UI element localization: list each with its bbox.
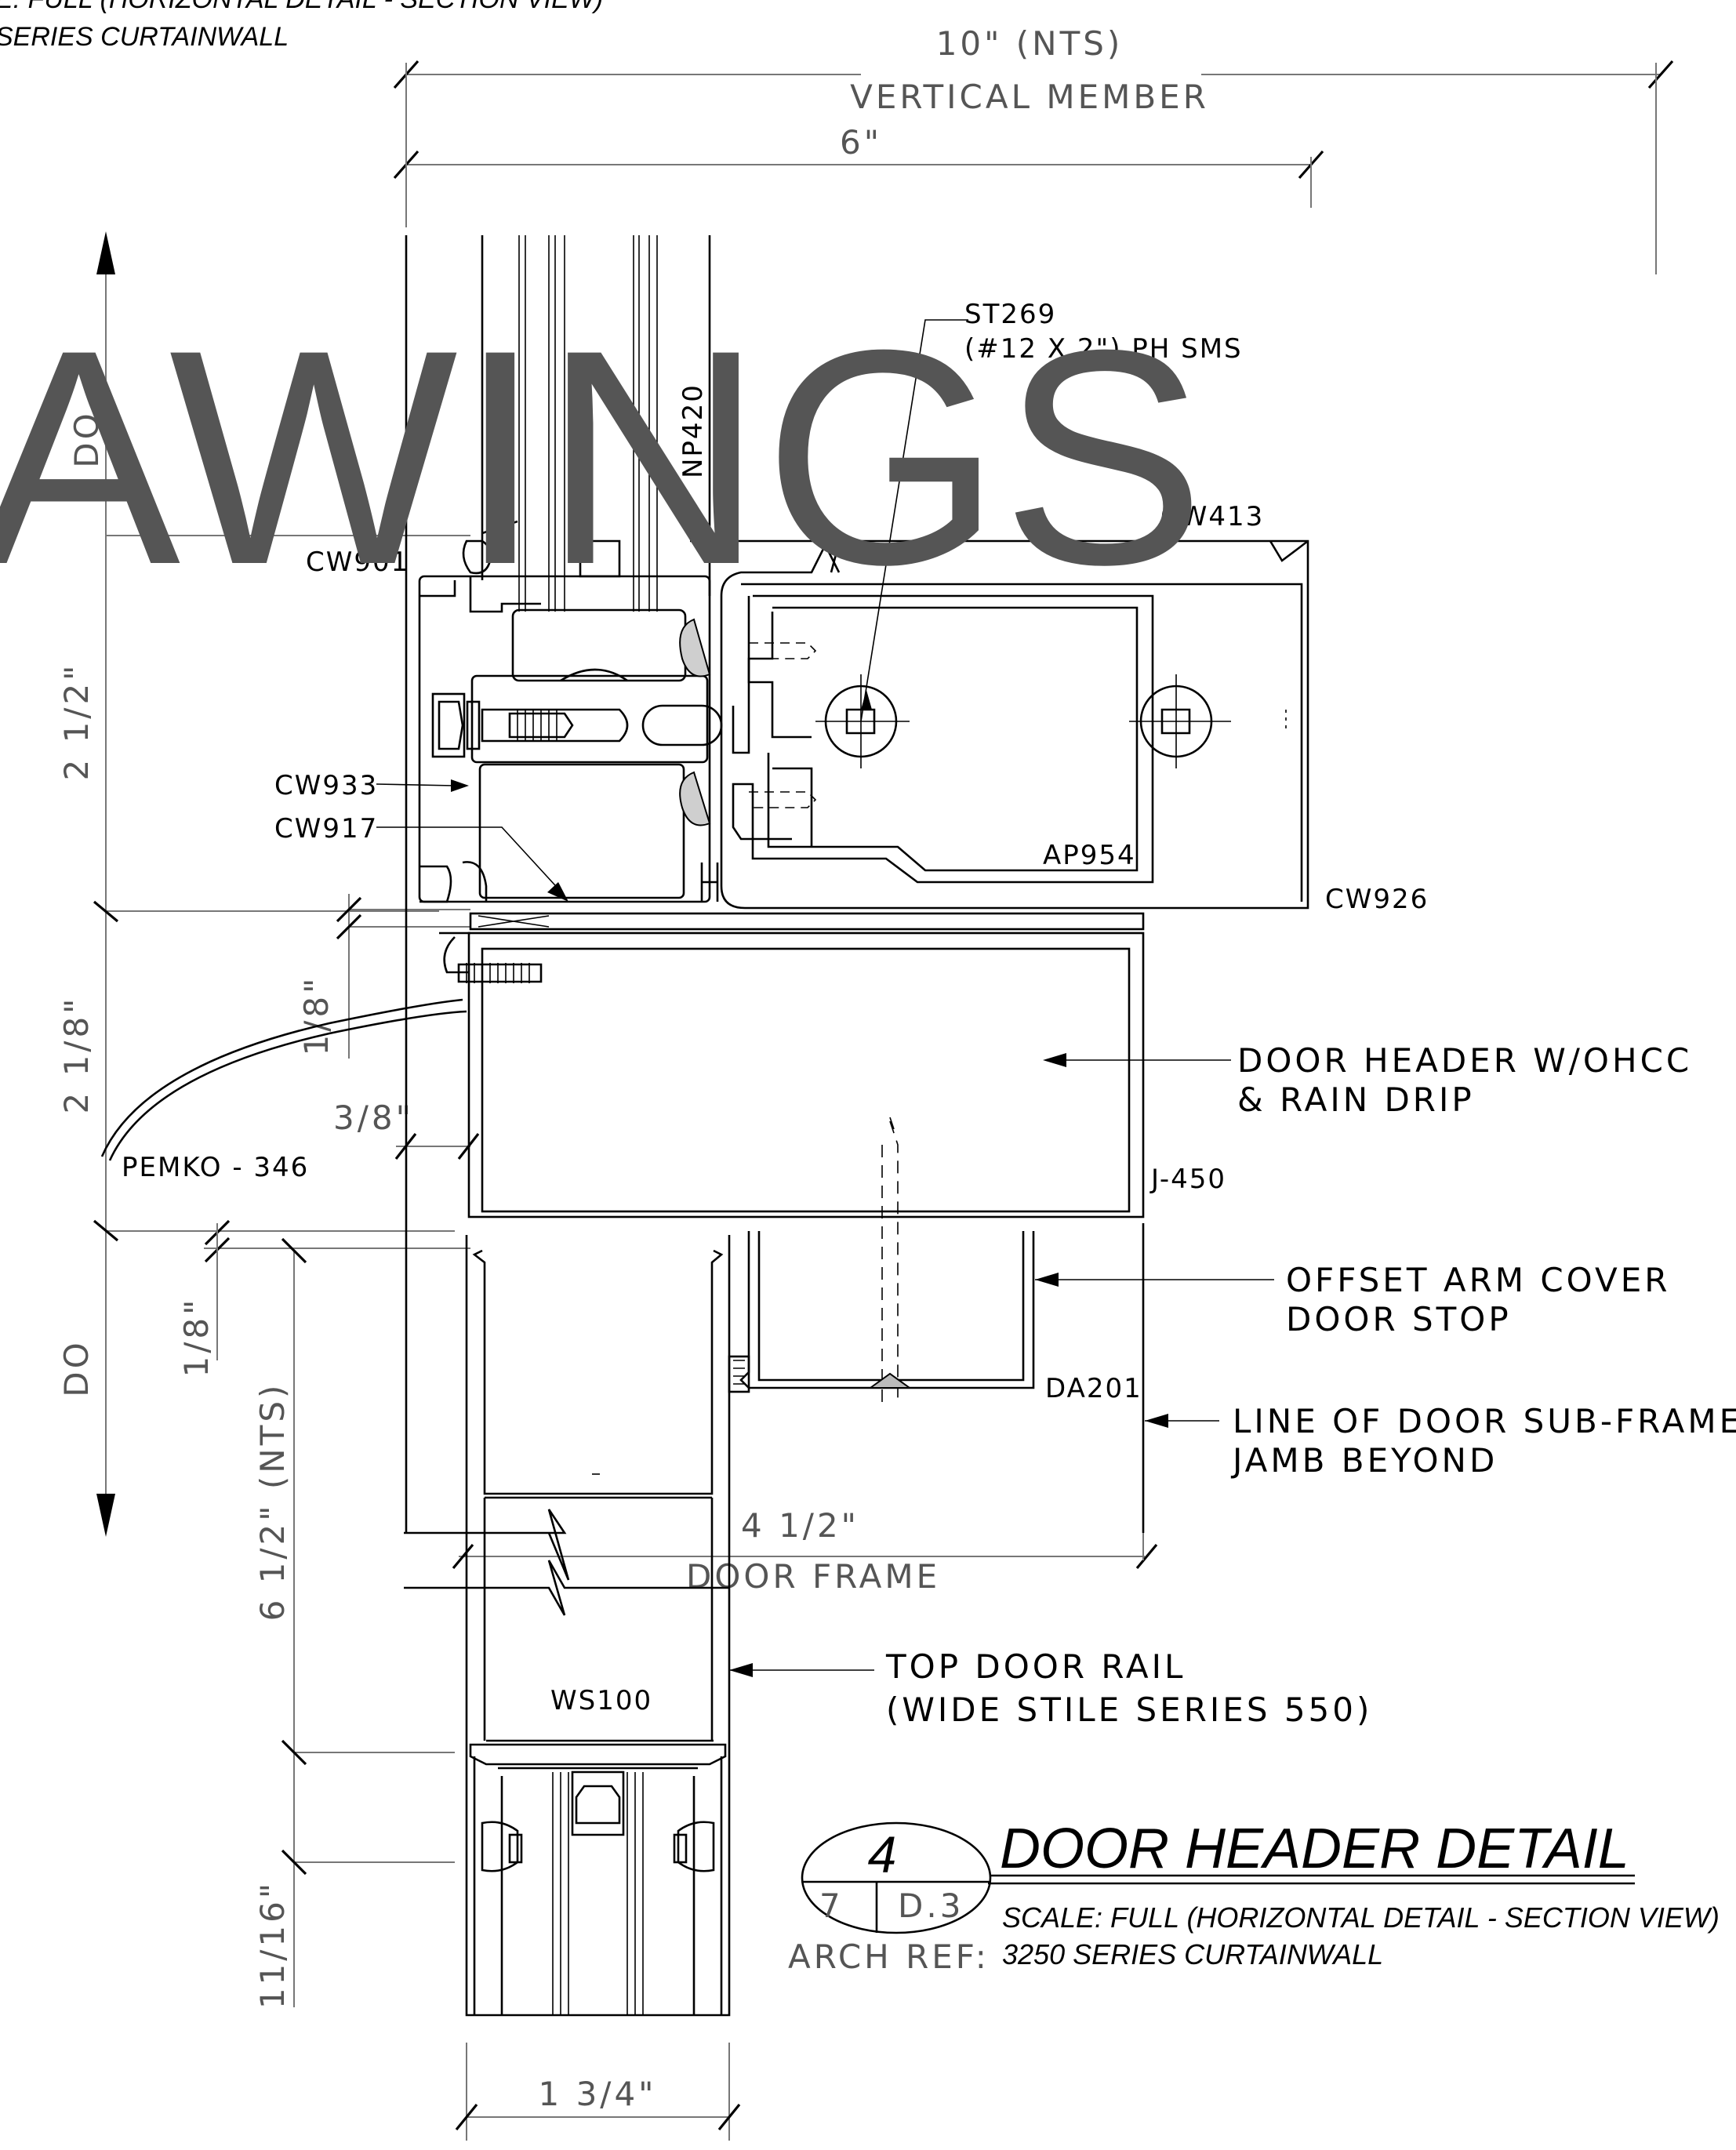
- eighth-lower-label: 1/8": [177, 1297, 216, 1378]
- six-inch-dimension: 6": [393, 63, 1324, 227]
- arch-ref-left: 7: [819, 1887, 844, 1925]
- two-and-half-label: 2 1/2": [57, 663, 96, 781]
- cw413-label: CW413: [1160, 501, 1264, 532]
- screw-head-left: [815, 674, 910, 768]
- cw917-label: CW917: [274, 813, 378, 844]
- six-inch-label: 6": [840, 123, 882, 162]
- door-header-label-2: & RAIN DRIP: [1237, 1080, 1475, 1119]
- header-line-1: E: FULL (HORIZONTAL DETAIL - SECTION VIE…: [0, 0, 603, 14]
- ap954-label: AP954: [1043, 840, 1136, 871]
- np430-label: NP430: [489, 383, 521, 478]
- vertical-member-label: VERTICAL MEMBER: [850, 78, 1209, 116]
- top-rail-label-1: TOP DOOR RAIL: [885, 1647, 1186, 1686]
- title-block: 4 7 D.3 ARCH REF: DOOR HEADER DETAIL SCA…: [788, 1818, 1720, 1976]
- offset-arm-label-2: DOOR STOP: [1286, 1300, 1512, 1338]
- one-three-quarter-dimension: 1 3/4": [455, 2043, 741, 2141]
- glazing-infill: [405, 235, 711, 1533]
- left-dimension-chain: DO 2 1/2" 2 1/8" DO: [57, 231, 470, 1537]
- cw933-label: CW933: [274, 770, 378, 801]
- curtainwall-header-assembly: [418, 520, 723, 903]
- arch-ref-label: ARCH REF:: [788, 1938, 990, 1976]
- do-bottom-label: DO: [57, 1339, 96, 1396]
- line-of-door-label-2: JAMB BEYOND: [1230, 1441, 1498, 1480]
- detail-number: 4: [868, 1825, 897, 1883]
- two-and-eighth-label: 2 1/8": [57, 996, 96, 1114]
- offset-arm-label-1: OFFSET ARM COVER: [1286, 1261, 1670, 1299]
- j450-door-header: [100, 912, 1145, 1404]
- detail-series: 3250 SERIES CURTAINWALL: [1002, 1938, 1383, 1970]
- top-rail-label-2: (WIDE STILE SERIES 550): [886, 1691, 1372, 1729]
- cw901-label: CW901: [306, 547, 409, 578]
- pemko-label: PEMKO - 346: [122, 1152, 309, 1183]
- detail-scale: SCALE: FULL (HORIZONTAL DETAIL - SECTION…: [1002, 1901, 1720, 1934]
- do-top-label: DO: [67, 410, 106, 467]
- six-half-label: 6 1/2" (NTS): [253, 1382, 292, 1622]
- one-three-quarter-label: 1 3/4": [539, 2075, 657, 2113]
- eleven-sixteenth-label: 11/16": [253, 1880, 292, 2009]
- leaders: [376, 319, 1274, 1677]
- arch-ref-right: D.3: [898, 1887, 964, 1925]
- j450-label: J-450: [1149, 1164, 1226, 1195]
- door-header-label-1: DOOR HEADER W/OHCC: [1237, 1041, 1692, 1080]
- np420-label: NP420: [677, 383, 709, 478]
- overall-width-dimension: 10" (NTS) VERTICAL MEMBER: [393, 24, 1674, 274]
- screw-head-right: [1129, 674, 1231, 768]
- eighth-upper-label: 1/8": [297, 975, 336, 1056]
- line-of-door-label-1: LINE OF DOOR SUB-FRAME: [1233, 1402, 1736, 1440]
- three-eighth-label: 3/8": [333, 1099, 414, 1137]
- four-half-dimension: 4 1/2" DOOR FRAME: [452, 1506, 1158, 1596]
- eighth-lower-dimension: 1/8": [177, 1219, 470, 1378]
- detail-title: DOOR HEADER DETAIL: [1000, 1818, 1629, 1880]
- header-line-2: SERIES CURTAINWALL: [0, 22, 289, 52]
- four-half-label: 4 1/2": [741, 1506, 859, 1545]
- st269-label: ST269: [964, 299, 1056, 330]
- watermark-text: AWINGS: [0, 286, 1205, 628]
- da201-label: DA201: [1045, 1373, 1142, 1404]
- overall-width-label: 10" (NTS): [936, 24, 1124, 63]
- st269-spec-label: (#12 X 2") PH SMS: [964, 333, 1243, 365]
- ws100-label: WS100: [550, 1685, 652, 1716]
- door-frame-label: DOOR FRAME: [686, 1557, 940, 1596]
- cw926-label: CW926: [1325, 884, 1429, 915]
- threaded-fastener: [508, 710, 574, 741]
- three-eighth-dimension: 3/8": [333, 1099, 480, 1160]
- six-half-dimension: 6 1/2" (NTS) 11/16": [253, 1237, 455, 2009]
- eighth-upper-dimension: 1/8": [297, 894, 470, 1059]
- top-door-rail: [404, 1235, 731, 2017]
- cw413-cover-assembly: [690, 539, 1309, 910]
- da201-offset-arm-cover: [728, 1223, 1145, 1533]
